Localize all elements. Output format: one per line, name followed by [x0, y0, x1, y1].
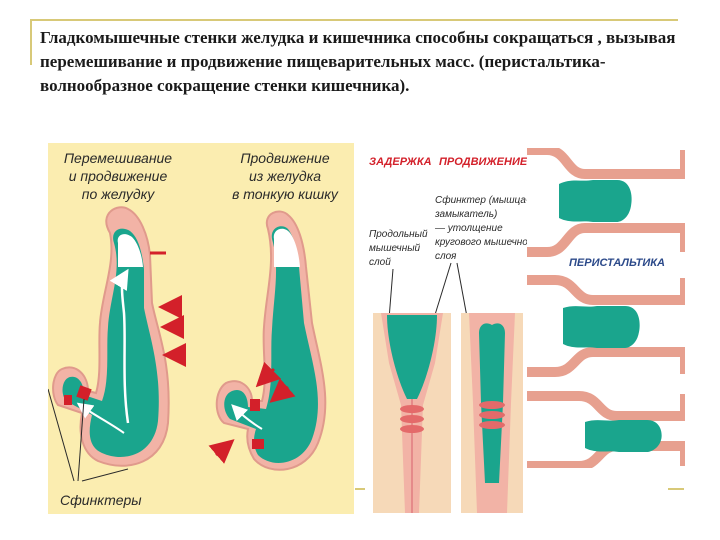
- stomach-diagram: Перемешивание и продвижение по желудку П…: [48, 150, 339, 508]
- sphincter-mark: [76, 385, 92, 401]
- sphincter-ring: [479, 401, 505, 409]
- stomach-air: [273, 228, 300, 267]
- caption-moving-line1: Продвижение: [240, 150, 329, 166]
- tube-advance: [461, 313, 523, 513]
- sphincter-ring: [400, 415, 424, 423]
- sphincter-ring: [400, 405, 424, 413]
- stomach-panel: Перемешивание и продвижение по желудку П…: [48, 143, 354, 514]
- flow-arrow: [109, 268, 130, 424]
- advance-label: ПРОДВИЖЕНИЕ: [439, 156, 527, 168]
- frame-bottom-line: [355, 488, 367, 490]
- sphincter-mark: [64, 395, 72, 405]
- frame-top-line: [30, 19, 678, 21]
- longitudinal-layer-line1: Продольный: [369, 229, 428, 240]
- sphincter-ring: [479, 421, 505, 429]
- longitudinal-layer-line3: слой: [369, 257, 391, 268]
- peristalsis-diagram: ПЕРИСТАЛЬТИКА: [527, 148, 685, 468]
- food-bolus: [563, 306, 640, 348]
- sphincter-note-line1: Сфинктер (мышца-: [435, 194, 527, 206]
- caption-mixing-line1: Перемешивание: [64, 150, 172, 166]
- sphincter-note-line2: замыкатель): [434, 209, 497, 220]
- intestine-segment-3: [527, 391, 685, 468]
- intestine-wall: [527, 275, 685, 305]
- peristalsis-label: ПЕРИСТАЛЬТИКА: [569, 257, 665, 269]
- flow-arrow: [231, 404, 263, 430]
- pointer-line: [48, 388, 75, 482]
- sphincter-mark: [252, 439, 264, 449]
- caption-mixing-line3: по желудку: [82, 186, 155, 202]
- intestine-segment-1: [527, 148, 685, 257]
- slide-heading: Гладкомышечные стенки желудка и кишечник…: [40, 28, 676, 95]
- sphincter-mark: [250, 399, 260, 411]
- peristalsis-panel: ПЕРИСТАЛЬТИКА: [527, 148, 685, 468]
- sphincter-note-line4: кругового мышечного: [435, 237, 527, 248]
- contraction-arrow: [208, 439, 235, 464]
- intestine-segment-2: [527, 275, 685, 377]
- stomach-air: [117, 234, 143, 267]
- intestine-wall: [527, 223, 685, 257]
- frame-left-line: [30, 19, 32, 65]
- sphincter-ring: [400, 425, 424, 433]
- caption-moving-line3: в тонкую кишку: [232, 186, 339, 202]
- sphincter-panel: ЗАДЕРЖКА ПРОДВИЖЕНИЕ Продольный мышечный…: [365, 143, 527, 514]
- sphincter-diagram: ЗАДЕРЖКА ПРОДВИЖЕНИЕ Продольный мышечный…: [369, 156, 527, 513]
- sphincter-note-line3: — утолщение: [434, 223, 503, 234]
- sphincter-ring: [479, 411, 505, 419]
- stomach-content: [224, 226, 318, 463]
- pointer-line: [77, 398, 85, 482]
- contraction-arrow: [255, 361, 282, 388]
- pointer-line: [388, 268, 394, 320]
- tube-delay: [373, 313, 451, 513]
- sphincter-note-line5: слоя: [435, 251, 457, 262]
- stomach-emptying: [208, 210, 327, 471]
- stomach-mixing: [52, 206, 186, 467]
- caption-mixing-line2: и продвижение: [69, 168, 168, 184]
- caption-moving-line2: из желудка: [249, 168, 321, 184]
- pointer-line: [81, 468, 129, 482]
- intestine-wall: [527, 148, 685, 179]
- longitudinal-layer-line2: мышечный: [369, 243, 421, 254]
- food-bolus: [585, 420, 662, 452]
- intestine-wall: [527, 391, 685, 421]
- delay-label: ЗАДЕРЖКА: [369, 156, 432, 168]
- food-bolus: [559, 180, 632, 222]
- food-bolus: [387, 315, 437, 399]
- frame-bottom-line: [668, 488, 684, 490]
- sphincters-label: Сфинктеры: [60, 492, 142, 508]
- intestine-wall: [527, 347, 685, 377]
- contraction-arrow: [269, 378, 296, 403]
